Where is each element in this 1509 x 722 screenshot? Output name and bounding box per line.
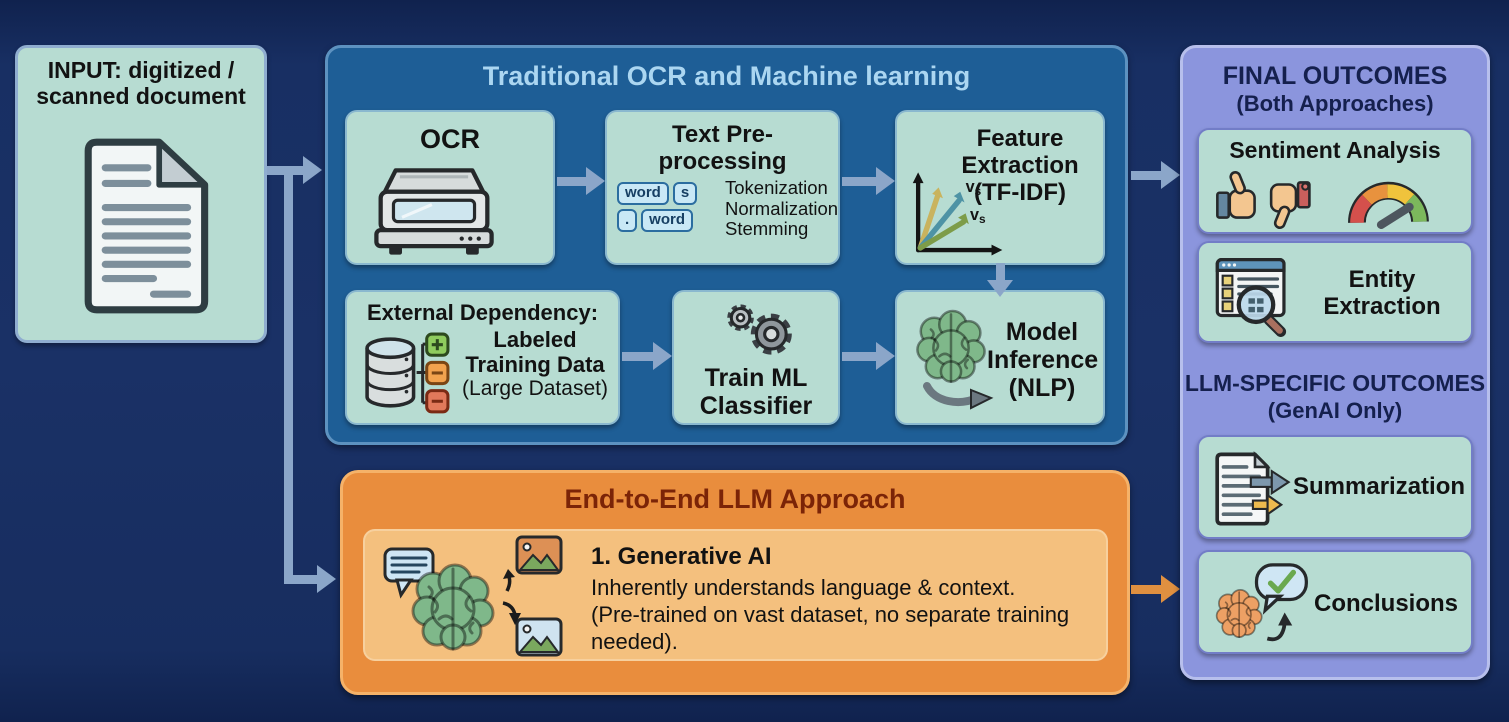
document-icon	[84, 138, 209, 314]
conclusions-card: Conclusions	[1197, 550, 1473, 654]
llm-title: End-to-End LLM Approach	[564, 484, 906, 514]
summarization-title: Summarization	[1293, 473, 1466, 500]
token-chip: word	[641, 208, 694, 232]
llm-panel: End-to-End LLM Approach	[340, 470, 1130, 695]
genai-body: Inherently understands language & contex…	[591, 575, 1070, 654]
ocr-title: OCR	[420, 124, 480, 154]
entity-title: Entity Extraction	[1323, 266, 1441, 320]
genai-icon	[383, 535, 563, 657]
ocr-box: OCR	[345, 110, 555, 265]
llm-outcomes-subtitle: (GenAI Only)	[1267, 398, 1403, 423]
token-chip: .	[617, 208, 638, 232]
train-box: Train ML Classifier	[672, 290, 840, 425]
feature-title: Feature Extraction (TF-IDF)	[961, 125, 1079, 206]
svg-text:vs: vs	[970, 206, 986, 226]
sentiment-card: Sentiment Analysis	[1197, 128, 1473, 234]
conclusions-title: Conclusions	[1313, 590, 1458, 617]
svg-text:vs: vs	[966, 178, 982, 198]
summarization-card: Summarization	[1197, 435, 1473, 539]
thumbs-icon	[1216, 170, 1311, 230]
inference-title: Model Inference (NLP)	[987, 318, 1099, 402]
sentiment-title: Sentiment Analysis	[1229, 137, 1441, 163]
input-title: INPUT: digitized / scanned document	[36, 57, 246, 109]
preprocessing-title: Text Pre- processing	[658, 121, 787, 175]
brain-nlp-icon	[916, 309, 994, 410]
llm-outcomes-title: LLM-SPECIFIC OUTCOMES	[1184, 370, 1486, 396]
summarization-icon	[1215, 451, 1291, 526]
feature-box: Feature Extraction (TF-IDF) vs vs	[895, 110, 1105, 265]
token-chip: word	[617, 182, 669, 205]
train-title: Train ML Classifier	[699, 364, 813, 420]
genai-text: 1. Generative AI Inherently understands …	[591, 543, 1091, 655]
vector-label: v	[966, 178, 975, 196]
input-box: INPUT: digitized / scanned document	[15, 45, 267, 343]
connector-input-down	[284, 174, 293, 583]
dependency-lines: Labeled Training Data (Large Dataset)	[462, 327, 608, 401]
vector-label: v	[970, 206, 979, 224]
gears-icon	[727, 304, 792, 355]
final-outcomes-title: FINAL OUTCOMES	[1222, 62, 1448, 90]
conclusions-icon	[1215, 563, 1308, 642]
final-outcomes-subtitle: (Both Approaches)	[1236, 91, 1434, 116]
llm-inner-box: 1. Generative AI Inherently understands …	[363, 529, 1108, 661]
gauge-icon	[1348, 181, 1429, 229]
token-chip: s	[672, 182, 698, 205]
entity-extraction-icon	[1215, 257, 1287, 337]
vector-plot-icon: vs vs	[912, 172, 1003, 256]
outcomes-panel: FINAL OUTCOMES (Both Approaches) Sentime…	[1180, 45, 1490, 680]
dependency-title: External Dependency:	[366, 300, 599, 325]
genai-heading: 1. Generative AI	[591, 543, 772, 570]
database-icon	[365, 332, 450, 414]
traditional-title: Traditional OCR and Machine learning	[482, 61, 971, 91]
dependency-box: External Dependency: Labeled Training Da…	[345, 290, 620, 425]
scanner-icon	[374, 168, 494, 255]
entity-card: Entity Extraction	[1197, 241, 1473, 343]
inference-box: Model Inference (NLP)	[895, 290, 1105, 425]
preprocessing-steps: Tokenization Normalization Stemming	[725, 177, 839, 240]
